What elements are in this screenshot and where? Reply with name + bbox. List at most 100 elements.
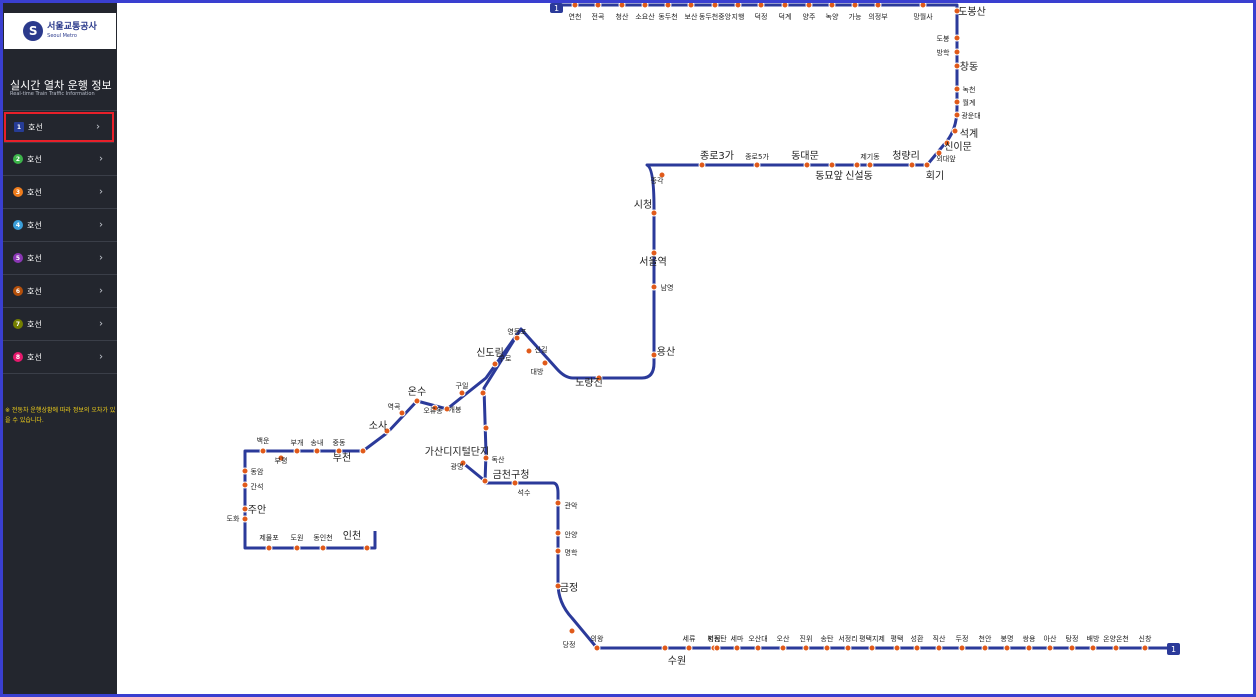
station-dot-bottom-0[interactable] — [685, 644, 693, 652]
station-dot-sinimun[interactable] — [943, 139, 951, 147]
station-dot-top-8[interactable] — [757, 3, 765, 9]
station-dot-sosa[interactable] — [383, 427, 391, 435]
station-dot-top-11[interactable] — [828, 3, 836, 9]
station-dot-bottom-9[interactable] — [868, 644, 876, 652]
station-dot-sinseoldong[interactable] — [853, 161, 861, 169]
station-dot-geumcheon[interactable] — [481, 477, 489, 485]
station-dot-bottom-16[interactable] — [1025, 644, 1033, 652]
station-dot-jonggak[interactable] — [658, 171, 666, 179]
station-dot-oryudong[interactable] — [431, 404, 439, 412]
station-dot-top-7[interactable] — [734, 3, 742, 9]
station-dot-bottom-21[interactable] — [1141, 644, 1149, 652]
station-dot-top-4[interactable] — [664, 3, 672, 9]
station-dot-dangjeong[interactable] — [568, 627, 576, 635]
station-dot-ganseok[interactable] — [241, 481, 249, 489]
station-dot-geumjeong[interactable] — [554, 582, 562, 590]
station-dot-top-3[interactable] — [641, 3, 649, 9]
station-dot-bottom-20[interactable] — [1112, 644, 1120, 652]
station-dot-kwangwoon[interactable] — [953, 111, 961, 119]
station-dot-dohwa[interactable] — [241, 515, 249, 523]
station-dot-noryangjin[interactable] — [595, 374, 603, 382]
station-dot-guil[interactable] — [458, 389, 466, 397]
station-dot-bottom-6[interactable] — [802, 644, 810, 652]
station-dot-jungdong[interactable] — [335, 447, 343, 455]
station-dot-dongam[interactable] — [241, 467, 249, 475]
station-dot-yongsan[interactable] — [650, 351, 658, 359]
station-dot-yeokgok[interactable] — [398, 409, 406, 417]
station-dot-bottom-7[interactable] — [823, 644, 831, 652]
station-dot-banghak[interactable] — [953, 48, 961, 56]
station-dot-bottom-8[interactable] — [844, 644, 852, 652]
station-dot-bottom-14[interactable] — [981, 644, 989, 652]
station-dot-bottom-5[interactable] — [779, 644, 787, 652]
station-dot-bottom-10[interactable] — [893, 644, 901, 652]
station-dot-dowon[interactable] — [293, 544, 301, 552]
station-dot-top-6[interactable] — [711, 3, 719, 9]
station-dot-cityhall[interactable] — [650, 209, 658, 217]
station-dot-bottom-11[interactable] — [913, 644, 921, 652]
station-dot-gwangmyeong[interactable] — [459, 459, 467, 467]
station-dot-seoul[interactable] — [650, 249, 658, 257]
station-dot-gaebong[interactable] — [443, 405, 451, 413]
station-dot-top-12[interactable] — [851, 3, 859, 9]
station-dot-bottom-4[interactable] — [754, 644, 762, 652]
station-dot-top-2[interactable] — [618, 3, 626, 9]
station-dot-dongdaemun[interactable] — [803, 161, 811, 169]
station-dot-bottom-2[interactable] — [713, 644, 721, 652]
station-dot-top-14[interactable] — [919, 3, 927, 9]
station-dot-bottom-12[interactable] — [935, 644, 943, 652]
station-dot-gasan[interactable] — [482, 424, 490, 432]
station-dot-guro[interactable] — [479, 389, 487, 397]
station-dot-seokgye[interactable] — [951, 127, 959, 135]
station-dot-gwanak[interactable] — [554, 499, 562, 507]
station-dot-bottom-13[interactable] — [958, 644, 966, 652]
station-dot-singil[interactable] — [525, 347, 533, 355]
station-dot-top-1[interactable] — [594, 3, 602, 9]
station-dot-jemulpo[interactable] — [265, 544, 273, 552]
station-dot-chang-dong[interactable] — [953, 62, 961, 70]
station-dot-dongmyo[interactable] — [828, 161, 836, 169]
station-dot-dongincheon[interactable] — [319, 544, 327, 552]
station-dot-myeonghak[interactable] — [554, 547, 562, 555]
station-dot-bottom-15[interactable] — [1003, 644, 1011, 652]
station-dot-doksan[interactable] — [482, 454, 490, 462]
station-dot-jegidong[interactable] — [866, 161, 874, 169]
station-dot-daebang[interactable] — [541, 359, 549, 367]
station-dot-hoegi[interactable] — [923, 161, 931, 169]
station-dot-bottom-17[interactable] — [1046, 644, 1054, 652]
station-dot-anyang[interactable] — [554, 529, 562, 537]
station-dot-bottom-3[interactable] — [733, 644, 741, 652]
station-dot-juan[interactable] — [241, 505, 249, 513]
station-dot-top-9[interactable] — [781, 3, 789, 9]
station-dot-top-10[interactable] — [805, 3, 813, 9]
station-dot-nokcheon[interactable] — [953, 85, 961, 93]
station-dot-incheon[interactable] — [363, 544, 371, 552]
station-dot-cheongnyangni[interactable] — [908, 161, 916, 169]
station-dot-bottom-19[interactable] — [1089, 644, 1097, 652]
station-dot-suwon[interactable] — [661, 644, 669, 652]
station-dot-songnae[interactable] — [313, 447, 321, 455]
station-dot-bugae[interactable] — [293, 447, 301, 455]
station-dot-onsu[interactable] — [413, 397, 421, 405]
station-dot-bottom-18[interactable] — [1068, 644, 1076, 652]
station-dot-bucheon[interactable] — [359, 447, 367, 455]
station-dot-sindorim[interactable] — [491, 360, 499, 368]
station-dot-top-5[interactable] — [687, 3, 695, 9]
station-dot-uiwang[interactable] — [593, 644, 601, 652]
station-dot-top-0[interactable] — [571, 3, 579, 9]
station-dot-wolgye[interactable] — [953, 98, 961, 106]
station-dot-oegukeo[interactable] — [935, 149, 943, 157]
station-dot-baegun[interactable] — [259, 447, 267, 455]
station-dot-dobongsan[interactable] — [953, 7, 961, 15]
station-dot-seoksu[interactable] — [511, 479, 519, 487]
station-dot-top-13[interactable] — [874, 3, 882, 9]
station-dot-namyeong[interactable] — [650, 283, 658, 291]
